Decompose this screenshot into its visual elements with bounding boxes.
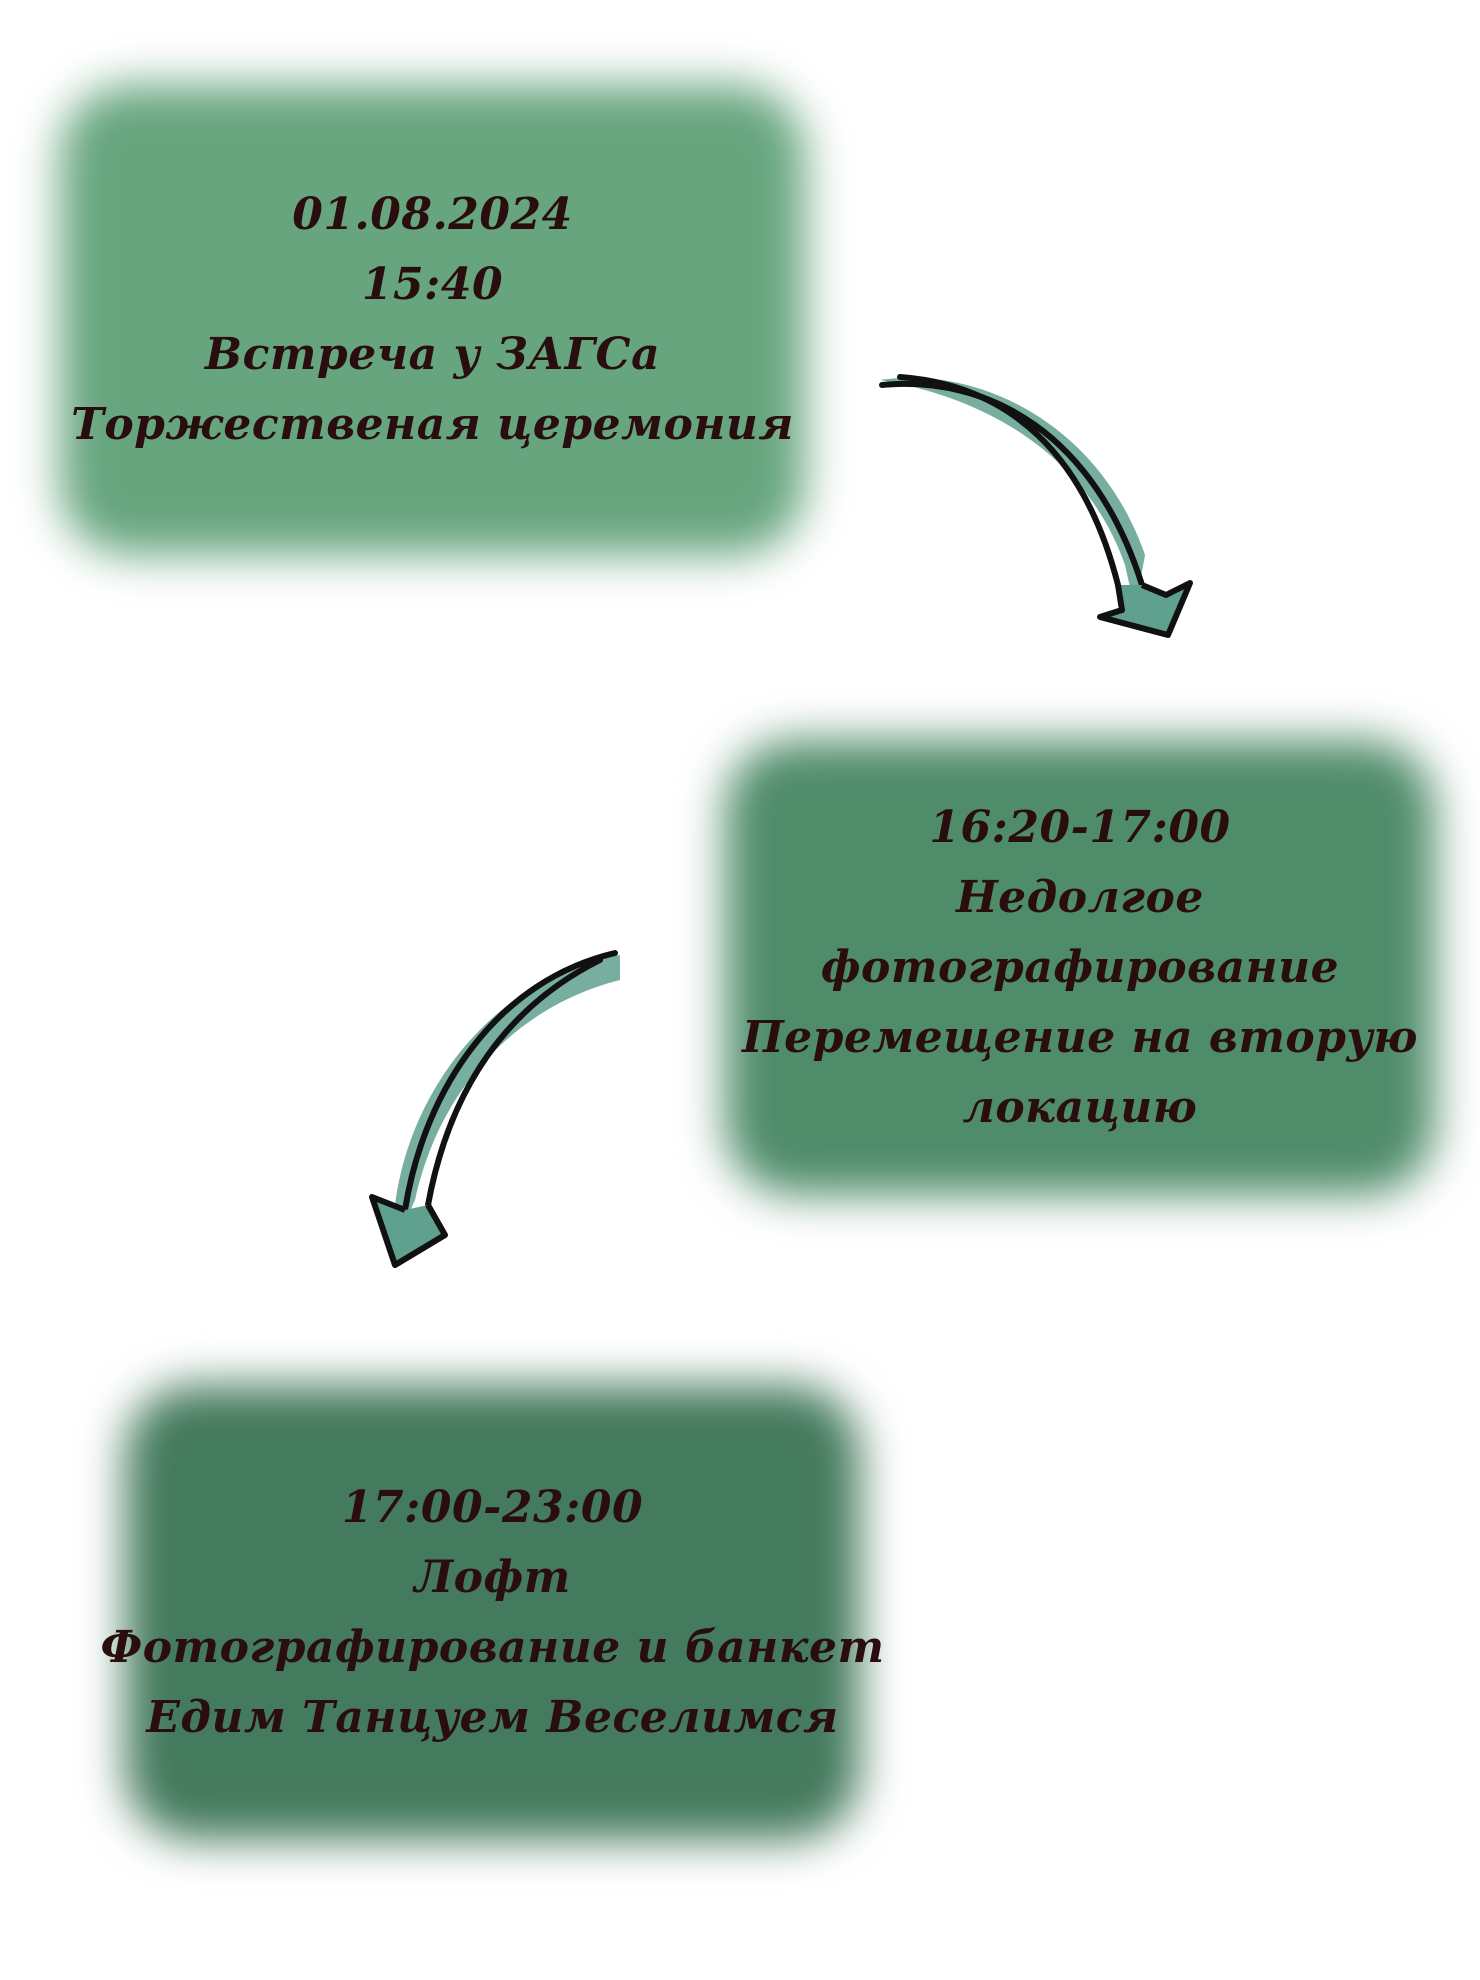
- card-2-description-cont: локацию: [962, 1081, 1198, 1133]
- card-3-event: Фотографирование и банкет: [100, 1621, 885, 1673]
- timeline-card-banquet: 17:00-23:00 Лофт Фотографирование и банк…: [100, 1385, 884, 1840]
- card-3-text: 17:00-23:00 Лофт Фотографирование и банк…: [100, 1473, 884, 1753]
- card-1-text: 01.08.2024 15:40 Встреча у ЗАГСа Торжест…: [71, 180, 794, 460]
- card-3-location: Лофт: [414, 1551, 571, 1603]
- card-3-description: Едим Танцуем Веселимся: [146, 1691, 839, 1743]
- card-2-time: 16:20-17:00: [929, 801, 1231, 853]
- card-1-description: Торжественая церемония: [71, 399, 794, 450]
- card-1-event: Встреча у ЗАГСа: [204, 329, 661, 380]
- card-2-background: [725, 740, 1435, 1195]
- timeline-card-photoshoot: 16:20-17:00 Недолгое фотографирование Пе…: [725, 740, 1435, 1195]
- card-2-event-cont: фотографирование: [820, 941, 1340, 993]
- card-1-background: [60, 85, 805, 555]
- card-2-text: 16:20-17:00 Недолгое фотографирование Пе…: [742, 793, 1418, 1143]
- card-3-time: 17:00-23:00: [341, 1481, 644, 1533]
- card-1-date: 01.08.2024: [292, 189, 573, 240]
- timeline-card-ceremony: 01.08.2024 15:40 Встреча у ЗАГСа Торжест…: [60, 85, 805, 555]
- card-3-background: [125, 1385, 860, 1840]
- card-1-time: 15:40: [361, 259, 504, 310]
- card-2-event: Недолгое: [956, 871, 1204, 923]
- card-2-description: Перемещение на вторую: [742, 1011, 1418, 1063]
- curved-arrow-down-right-icon: [879, 374, 1193, 638]
- curved-arrow-down-left-icon: [369, 950, 620, 1268]
